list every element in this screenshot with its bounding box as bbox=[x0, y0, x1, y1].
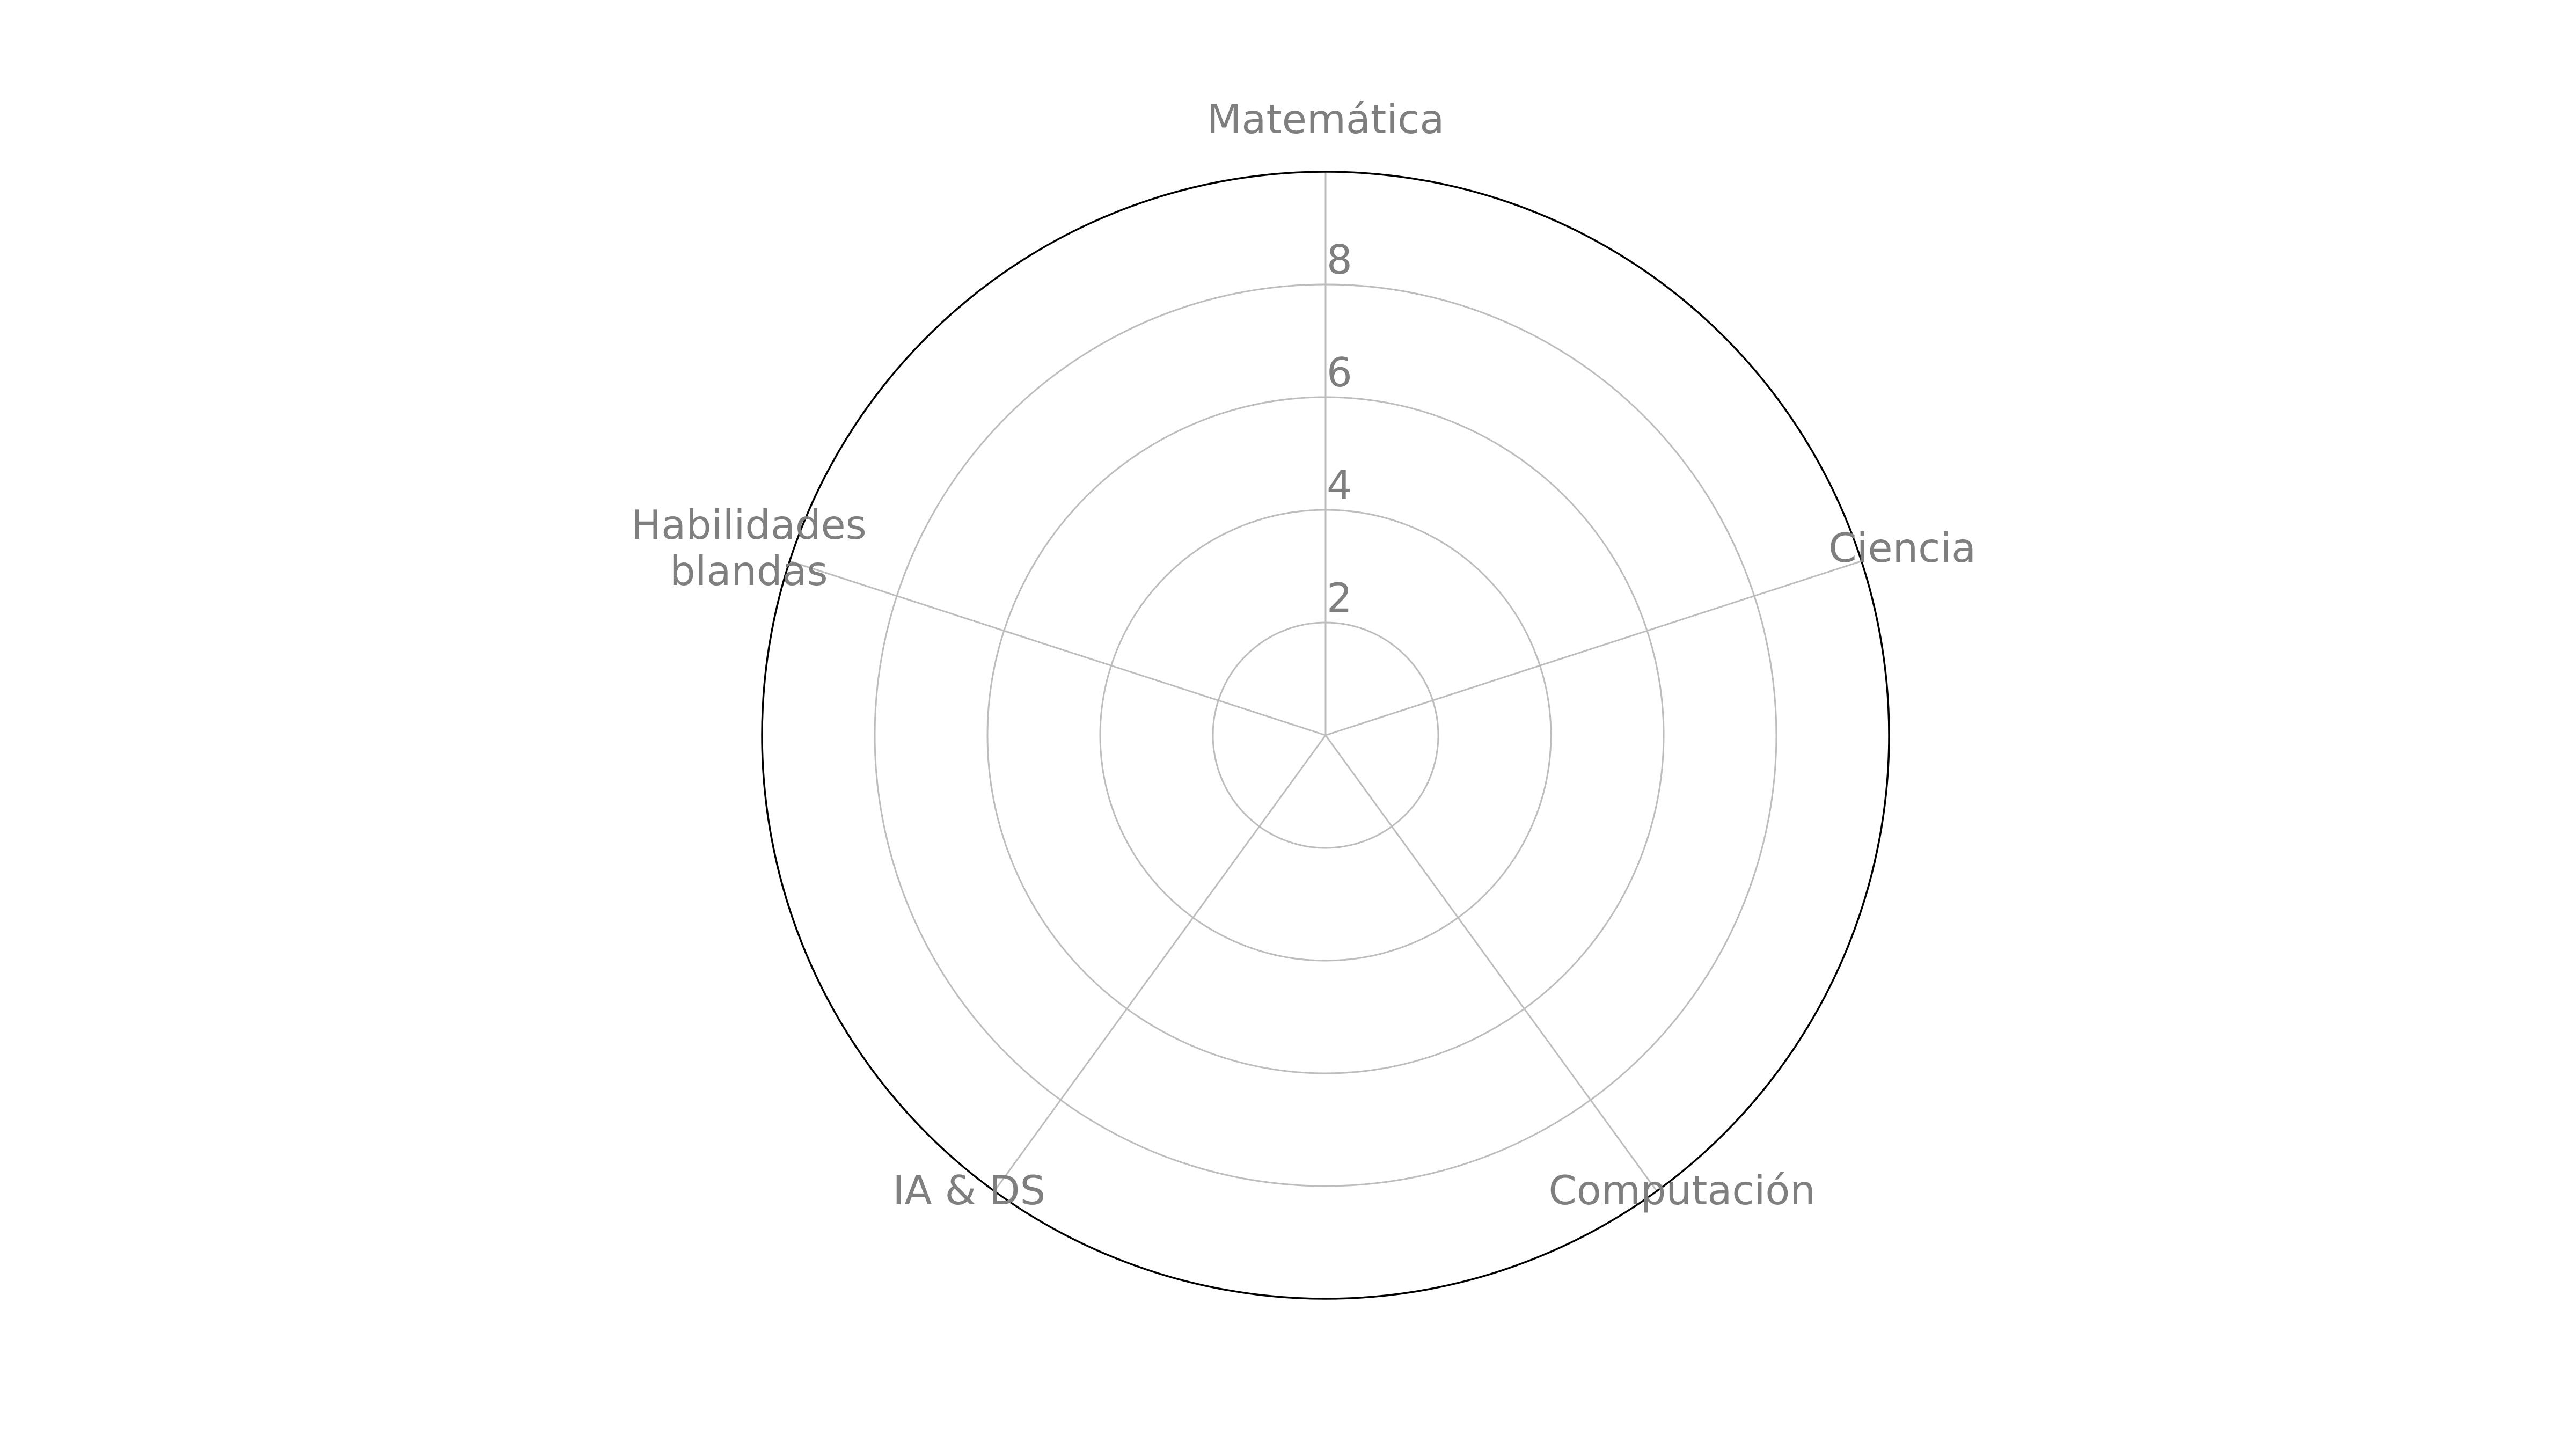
spoke-layer bbox=[789, 172, 1862, 1192]
category-label: Matemática bbox=[1207, 96, 1445, 143]
frame-layer bbox=[761, 171, 1890, 1300]
category-label: Computación bbox=[1549, 1167, 1816, 1214]
radial-tick-label: 6 bbox=[1327, 349, 1352, 396]
category-label: Ciencia bbox=[1828, 524, 1976, 572]
axis-spoke bbox=[1324, 735, 1658, 1192]
axis-spoke bbox=[993, 735, 1327, 1192]
axis-spoke bbox=[789, 560, 1326, 736]
radial-tick-label: 2 bbox=[1327, 574, 1352, 621]
category-label: IA & DS bbox=[892, 1167, 1045, 1214]
outer-frame bbox=[761, 171, 1890, 1300]
radial-tick-label: 8 bbox=[1327, 236, 1352, 283]
radial-tick-label: 4 bbox=[1327, 462, 1352, 509]
tick-labels: 2 4 6 8 bbox=[1327, 236, 1352, 621]
axis-spoke bbox=[1325, 560, 1862, 736]
